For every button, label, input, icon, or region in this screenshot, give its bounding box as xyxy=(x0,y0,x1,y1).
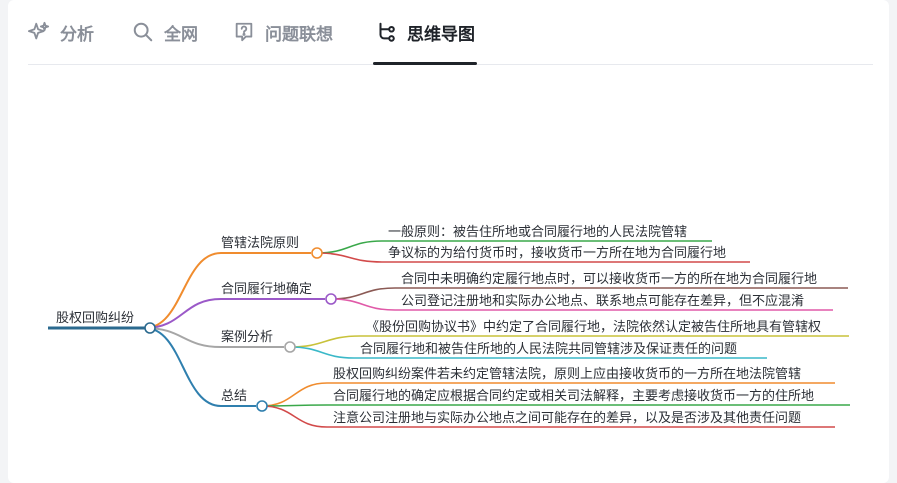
branch-connector xyxy=(144,298,222,329)
leaf-connector xyxy=(289,346,355,359)
question-bubble-icon xyxy=(235,22,253,42)
branch-node-label[interactable]: 总结 xyxy=(221,389,247,404)
leaf-node-label[interactable]: 合同中未明确约定履行地点时，可以接收货币一方的所在地为合同履行地 xyxy=(401,271,817,287)
tab-bar: 分析 全网 问题联想 思维导图 xyxy=(28,0,873,65)
leaf-connector xyxy=(261,405,328,428)
tab-web[interactable]: 全网 xyxy=(132,0,198,64)
tab-related-questions-label: 问题联想 xyxy=(265,24,333,45)
branch-collapse-toggle[interactable] xyxy=(256,400,268,412)
leaf-node-label[interactable]: 合同履行地和被告住所地的人民法院共同管辖涉及保证责任的问题 xyxy=(360,341,737,357)
tab-mindmap-label: 思维导图 xyxy=(407,24,475,45)
leaf-node-label[interactable]: 注意公司注册地与实际办公地点之间可能存在的差异，以及是否涉及其他责任问题 xyxy=(333,410,801,426)
tab-analysis-label: 分析 xyxy=(60,24,94,45)
leaf-node-label[interactable]: 合同履行地的确定应根据合同约定或相关司法解释，主要考虑接收货币一方的住所地 xyxy=(333,388,814,404)
leaf-node-label[interactable]: 一般原则：被告住所地或合同履行地的人民法院管辖 xyxy=(388,224,687,240)
leaf-connector xyxy=(330,298,396,311)
branch-connector xyxy=(144,327,222,407)
root-node-label[interactable]: 股权回购纠纷 xyxy=(56,310,134,326)
tab-web-label: 全网 xyxy=(164,24,198,45)
branch-collapse-toggle[interactable] xyxy=(284,341,296,353)
branch-connector xyxy=(144,252,222,329)
leaf-connector xyxy=(330,287,396,300)
leaf-node-label[interactable]: 《股份回购协议书》中约定了合同履行地，法院依然认定被告住所地具有管辖权 xyxy=(366,319,821,335)
leaf-connector xyxy=(316,252,383,263)
root-collapse-toggle[interactable] xyxy=(144,322,156,334)
leaf-connector xyxy=(316,240,383,254)
tab-related-questions[interactable]: 问题联想 xyxy=(233,0,333,64)
leaf-node-label[interactable]: 公司登记注册地和实际办公地点、联系地点可能存在差异，但不应混淆 xyxy=(401,293,804,309)
branch-collapse-toggle[interactable] xyxy=(311,247,323,259)
mindmap-icon xyxy=(379,22,395,42)
leaf-node-label[interactable]: 争议标的为给付货币时，接收货币一方所在地为合同履行地 xyxy=(388,245,726,261)
branch-node-label[interactable]: 管辖法院原则 xyxy=(221,235,299,251)
branch-node-label[interactable]: 合同履行地确定 xyxy=(221,282,312,297)
tab-analysis[interactable]: 分析 xyxy=(28,0,94,64)
search-icon xyxy=(133,22,153,42)
branch-node-label[interactable]: 案例分析 xyxy=(221,330,273,345)
leaf-connector xyxy=(261,382,328,407)
tab-mindmap[interactable]: 思维导图 xyxy=(373,0,477,65)
leaf-node-label[interactable]: 股权回购纠纷案件若未约定管辖法院，原则上应由接收货币的一方所在地法院管辖 xyxy=(333,366,801,382)
branch-collapse-toggle[interactable] xyxy=(325,293,337,305)
sparkle-icon xyxy=(28,21,50,40)
leaf-connector xyxy=(289,335,361,348)
